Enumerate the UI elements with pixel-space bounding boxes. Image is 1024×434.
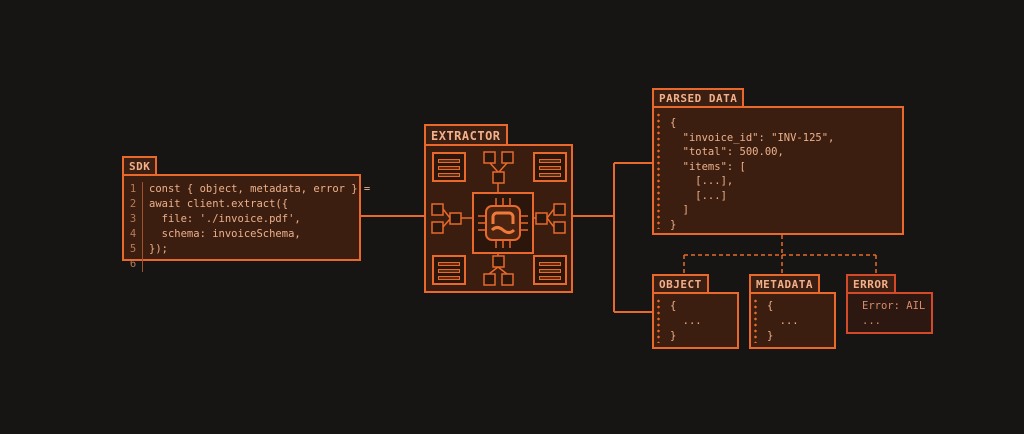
json-line: ... bbox=[670, 315, 702, 327]
json-line: { bbox=[670, 300, 677, 312]
server-icon bbox=[432, 255, 466, 285]
dotted-gutter bbox=[657, 112, 660, 229]
json-line: [...], bbox=[670, 175, 734, 187]
sdk-title: SDK bbox=[122, 156, 158, 174]
code-line: 1 const { object, metadata, error } = bbox=[124, 182, 370, 197]
server-icon bbox=[533, 152, 567, 182]
dotted-gutter bbox=[657, 298, 660, 343]
server-icon bbox=[432, 152, 466, 182]
code-text: await client.extract({ bbox=[149, 198, 289, 210]
json-line: ] bbox=[670, 204, 689, 216]
parsed-json: { "invoice_id": "INV-125", "total": 500.… bbox=[670, 116, 834, 232]
parsed-data-panel: { "invoice_id": "INV-125", "total": 500.… bbox=[652, 106, 904, 235]
object-panel: { ... } bbox=[652, 292, 739, 349]
error-panel: Error: AIL ... bbox=[846, 292, 933, 334]
metadata-title: METADATA bbox=[749, 274, 820, 292]
object-title: OBJECT bbox=[652, 274, 709, 292]
code-text: file: './invoice.pdf', bbox=[149, 213, 301, 225]
line-number: 4 bbox=[124, 227, 143, 242]
code-line: 2 await client.extract({ bbox=[124, 197, 359, 212]
extractor-title: EXTRACTOR bbox=[424, 124, 508, 145]
error-line: Error: AIL bbox=[862, 300, 926, 312]
json-line: "invoice_id": "INV-125", bbox=[670, 131, 835, 144]
sdk-code: 1 const { object, metadata, error } = 2 aw… bbox=[124, 182, 370, 272]
line-number: 5 bbox=[124, 242, 143, 257]
code-text: }); bbox=[149, 243, 168, 255]
code-line: 4 schema: invoiceSchema, bbox=[124, 227, 359, 242]
line-number: 2 bbox=[124, 197, 143, 212]
code-text: schema: invoiceSchema, bbox=[149, 228, 301, 240]
code-line: 5}); bbox=[124, 242, 359, 257]
code-line: 6 bbox=[124, 257, 359, 272]
error-line: ... bbox=[862, 315, 881, 327]
code-text: const { object, metadata, error } = bbox=[149, 183, 371, 195]
json-line: ... bbox=[767, 315, 799, 327]
json-line: "total": 500.00, bbox=[670, 146, 784, 158]
server-icon bbox=[533, 255, 567, 285]
object-json: { ... } bbox=[670, 299, 702, 344]
code-line: 3 file: './invoice.pdf', bbox=[124, 212, 359, 227]
json-line: } bbox=[670, 330, 677, 342]
dotted-gutter bbox=[754, 298, 757, 343]
sdk-code-panel: 1 const { object, metadata, error } = 2 aw… bbox=[122, 174, 370, 272]
line-number: 3 bbox=[124, 212, 143, 227]
error-text: Error: AIL ... bbox=[862, 299, 925, 329]
json-line: } bbox=[670, 218, 677, 231]
error-title: ERROR bbox=[846, 274, 896, 292]
json-line: { bbox=[670, 117, 677, 129]
extractor-panel bbox=[424, 144, 573, 293]
json-line: { bbox=[767, 300, 774, 312]
metadata-json: { ... } bbox=[767, 299, 799, 344]
line-number: 6 bbox=[124, 257, 143, 272]
logo-icon bbox=[478, 198, 528, 248]
metadata-panel: { ... } bbox=[749, 292, 836, 349]
json-line: [...] bbox=[670, 189, 727, 202]
parsed-data-title: PARSED DATA bbox=[652, 88, 745, 106]
line-number: 1 bbox=[124, 182, 143, 197]
json-line: "items": [ bbox=[670, 160, 746, 173]
chip-icon bbox=[472, 192, 534, 254]
json-line: } bbox=[767, 330, 774, 342]
